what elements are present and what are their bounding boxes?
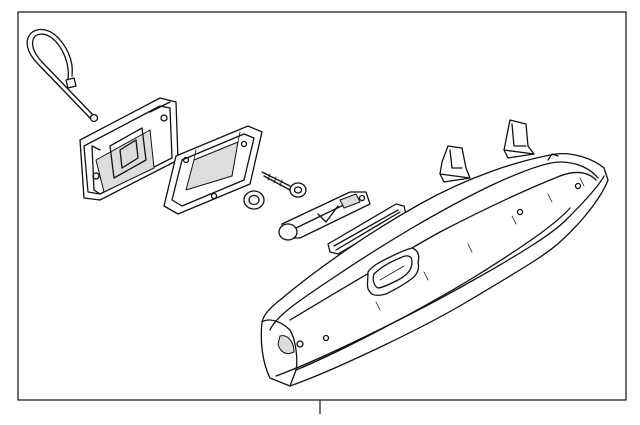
lock-housing (79, 97, 179, 201)
wire-cable (26, 28, 99, 123)
washer (243, 190, 265, 210)
screw (261, 171, 307, 198)
diagram-frame (17, 11, 627, 414)
latch-lever (278, 191, 371, 241)
glove-box-door (260, 152, 609, 387)
bracket-left (439, 145, 471, 183)
latch-bezel (163, 125, 263, 215)
bracket-right (503, 119, 535, 159)
